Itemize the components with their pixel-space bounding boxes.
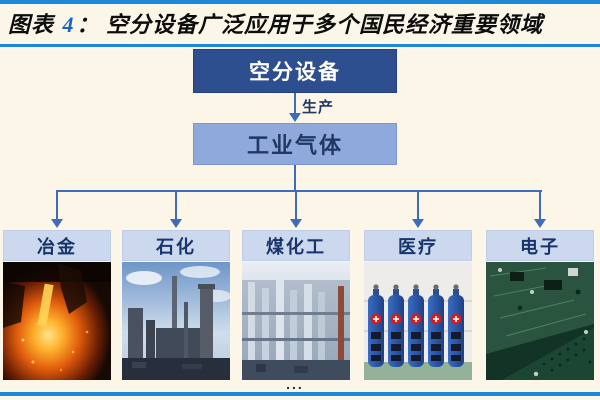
category-label: 煤化工 — [266, 236, 326, 257]
arrowhead-branch-3 — [290, 219, 302, 228]
category-label: 石化 — [156, 236, 196, 257]
category-label: 电子 — [520, 236, 560, 257]
connector-branch-4 — [417, 190, 419, 220]
figure-number: 4 — [62, 12, 75, 37]
category-box-electronics: 电子 — [486, 230, 594, 261]
arrowhead-root-to-mid — [289, 113, 301, 122]
arrowhead-branch-5 — [534, 219, 546, 228]
more-categories-ellipsis: ... — [286, 376, 304, 392]
medical-photo — [364, 262, 472, 380]
arrowhead-branch-1 — [51, 219, 63, 228]
category-box-petrochemical: 石化 — [122, 230, 230, 261]
root-node-label: 空分设备 — [249, 61, 341, 84]
metallurgy-photo — [3, 262, 111, 380]
category-box-coal-chemical: 煤化工 — [242, 230, 350, 261]
connector-branch-bar — [56, 190, 542, 192]
connector-branch-3 — [295, 190, 297, 220]
bottom-accent-line — [0, 392, 600, 396]
connector-branch-2 — [175, 190, 177, 220]
top-accent-line — [0, 0, 600, 4]
edge-label-production: 生产 — [302, 99, 335, 116]
figure-title-prefix: 图表 — [8, 12, 61, 37]
mid-node-label: 工业气体 — [246, 133, 343, 158]
coal-plant-image — [242, 262, 350, 380]
gas-cylinders-image — [364, 262, 472, 380]
connector-branch-5 — [539, 190, 541, 220]
refinery-image — [122, 262, 230, 380]
connector-branch-1 — [56, 190, 58, 220]
mid-node-industrial-gases: 工业气体 — [193, 123, 397, 165]
electronics-photo — [486, 262, 594, 380]
circuit-board-image — [486, 262, 594, 380]
connector-mid-stem — [294, 165, 296, 192]
title-underline — [0, 44, 600, 47]
category-label: 冶金 — [37, 236, 77, 257]
arrowhead-branch-4 — [412, 219, 424, 228]
figure-title-colon: ： — [76, 12, 107, 37]
category-label: 医疗 — [398, 236, 438, 257]
arrowhead-branch-2 — [170, 219, 182, 228]
molten-steel-image — [3, 262, 111, 380]
petrochemical-photo — [122, 262, 230, 380]
connector-root-to-mid — [294, 93, 296, 114]
figure-title-text: 空分设备广泛应用于多个国民经济重要领域 — [106, 12, 544, 37]
root-node-air-separation-equipment: 空分设备 — [193, 49, 397, 93]
coal-chemical-photo — [242, 262, 350, 380]
figure-title: 图表 4： 空分设备广泛应用于多个国民经济重要领域 — [8, 7, 592, 39]
category-box-metallurgy: 冶金 — [3, 230, 111, 261]
category-box-medical: 医疗 — [364, 230, 472, 261]
